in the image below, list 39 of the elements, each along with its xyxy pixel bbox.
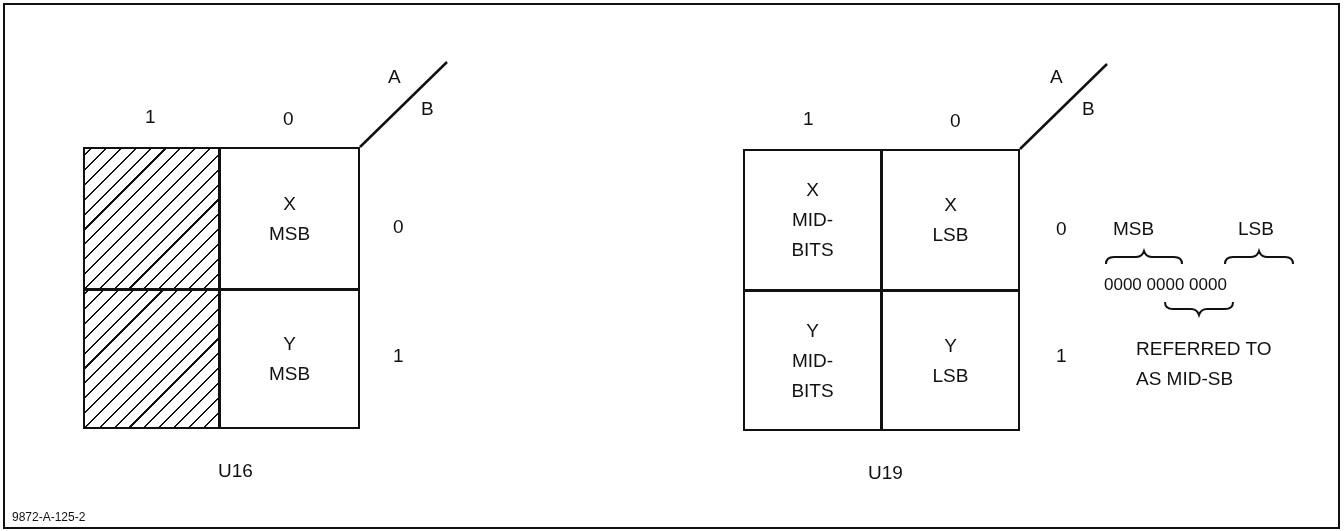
axis-label: B	[1082, 98, 1095, 120]
row-header: 0	[393, 216, 404, 238]
map-cell	[743, 149, 882, 291]
column-header: 1	[803, 108, 814, 130]
axis-label: A	[1050, 66, 1063, 88]
cell-text: MSB	[268, 362, 311, 386]
hatched-cell	[83, 147, 220, 290]
note-text: REFERRED TO AS MID-SB	[1136, 337, 1273, 391]
cell-text: MSB	[268, 221, 311, 246]
chip-label: U19	[868, 462, 903, 484]
map-cell	[219, 147, 360, 290]
cell-text: MID-BITS	[790, 348, 835, 403]
cell-text: Y	[283, 332, 296, 356]
column-header: 1	[145, 106, 156, 128]
row-header: 0	[1056, 218, 1067, 240]
cell-text: X	[944, 193, 957, 217]
axis-label: A	[388, 66, 401, 88]
bit-string: 0000 0000 0000	[1104, 274, 1227, 296]
map-cell	[743, 290, 882, 431]
column-header: 0	[283, 108, 294, 130]
row-header: 1	[393, 345, 404, 367]
map-cell	[881, 149, 1020, 291]
cell-text: Y	[806, 318, 819, 343]
cell-text: X	[283, 191, 296, 216]
cell-text: LSB	[932, 363, 969, 388]
figure-number: 9872-A-125-2	[12, 510, 86, 524]
hatched-cell	[83, 289, 220, 429]
bit-group-label: MSB	[1113, 218, 1155, 240]
map-cell	[881, 290, 1020, 431]
map-cell	[219, 289, 360, 429]
cell-text: LSB	[932, 223, 969, 247]
column-header: 0	[950, 110, 961, 132]
cell-text: Y	[944, 333, 957, 358]
cell-text: X	[806, 178, 819, 202]
cell-text: MID-BITS	[790, 208, 835, 262]
bit-group-label: LSB	[1238, 218, 1274, 240]
axis-label: B	[421, 98, 434, 120]
chip-label: U16	[218, 460, 253, 482]
row-header: 1	[1056, 345, 1067, 367]
